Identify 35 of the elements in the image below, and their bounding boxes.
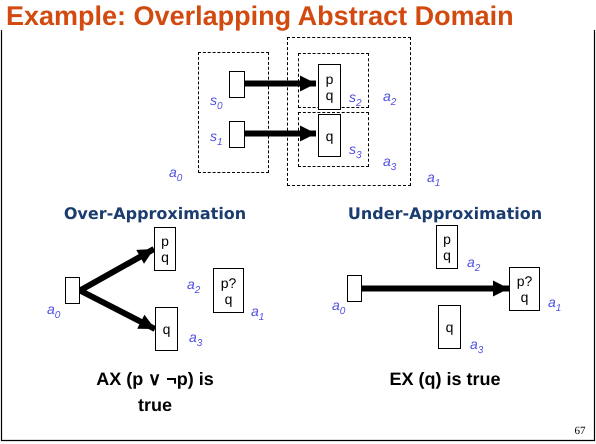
- state-name: s$_{2}$: [349, 89, 362, 109]
- state-name: a$_{0}$: [169, 164, 182, 184]
- arrow: [78, 246, 156, 294]
- state-label: p q: [442, 231, 452, 263]
- state-name: a$_{2}$: [467, 254, 480, 274]
- state-name: a$_{2}$: [187, 276, 200, 296]
- state-name: a$_{1}$: [251, 303, 264, 323]
- state-label: p q: [160, 233, 170, 265]
- state-name: s$_{1}$: [210, 128, 223, 148]
- arrow: [244, 76, 316, 92]
- state-name: a$_{3}$: [383, 153, 396, 173]
- state-name: a$_{0}$: [332, 297, 346, 317]
- state-label: q: [324, 128, 334, 144]
- state-name: a$_{1}$: [427, 169, 440, 189]
- state-label: q: [162, 321, 172, 337]
- arrow: [244, 126, 316, 142]
- section-heading: Over-Approximation: [62, 203, 248, 225]
- state-name: a$_{3}$: [189, 329, 202, 349]
- slide-title: Example: Overlapping Abstract Domain: [6, 1, 514, 32]
- result-statement: EX (q) is true: [388, 368, 502, 391]
- state-name: a$_{1}$: [548, 294, 562, 314]
- state-label: p? q: [220, 274, 238, 306]
- state-label: p? q: [516, 273, 534, 305]
- arrow: [362, 280, 509, 296]
- state-label: q: [444, 319, 454, 335]
- state-name: a$_{0}$: [47, 301, 60, 321]
- state-label: p q: [324, 71, 334, 103]
- arrow: [78, 288, 156, 332]
- result-statement: AX (p ∨ ¬p) is true: [95, 368, 215, 418]
- state-name: s$_{0}$: [210, 92, 223, 112]
- state-name: a$_{3}$: [470, 336, 484, 356]
- state-name: a$_{2}$: [383, 88, 396, 108]
- page-number: 67: [574, 424, 586, 439]
- section-heading: Under-Approximation: [346, 203, 544, 225]
- state-name: s$_{3}$: [349, 141, 362, 161]
